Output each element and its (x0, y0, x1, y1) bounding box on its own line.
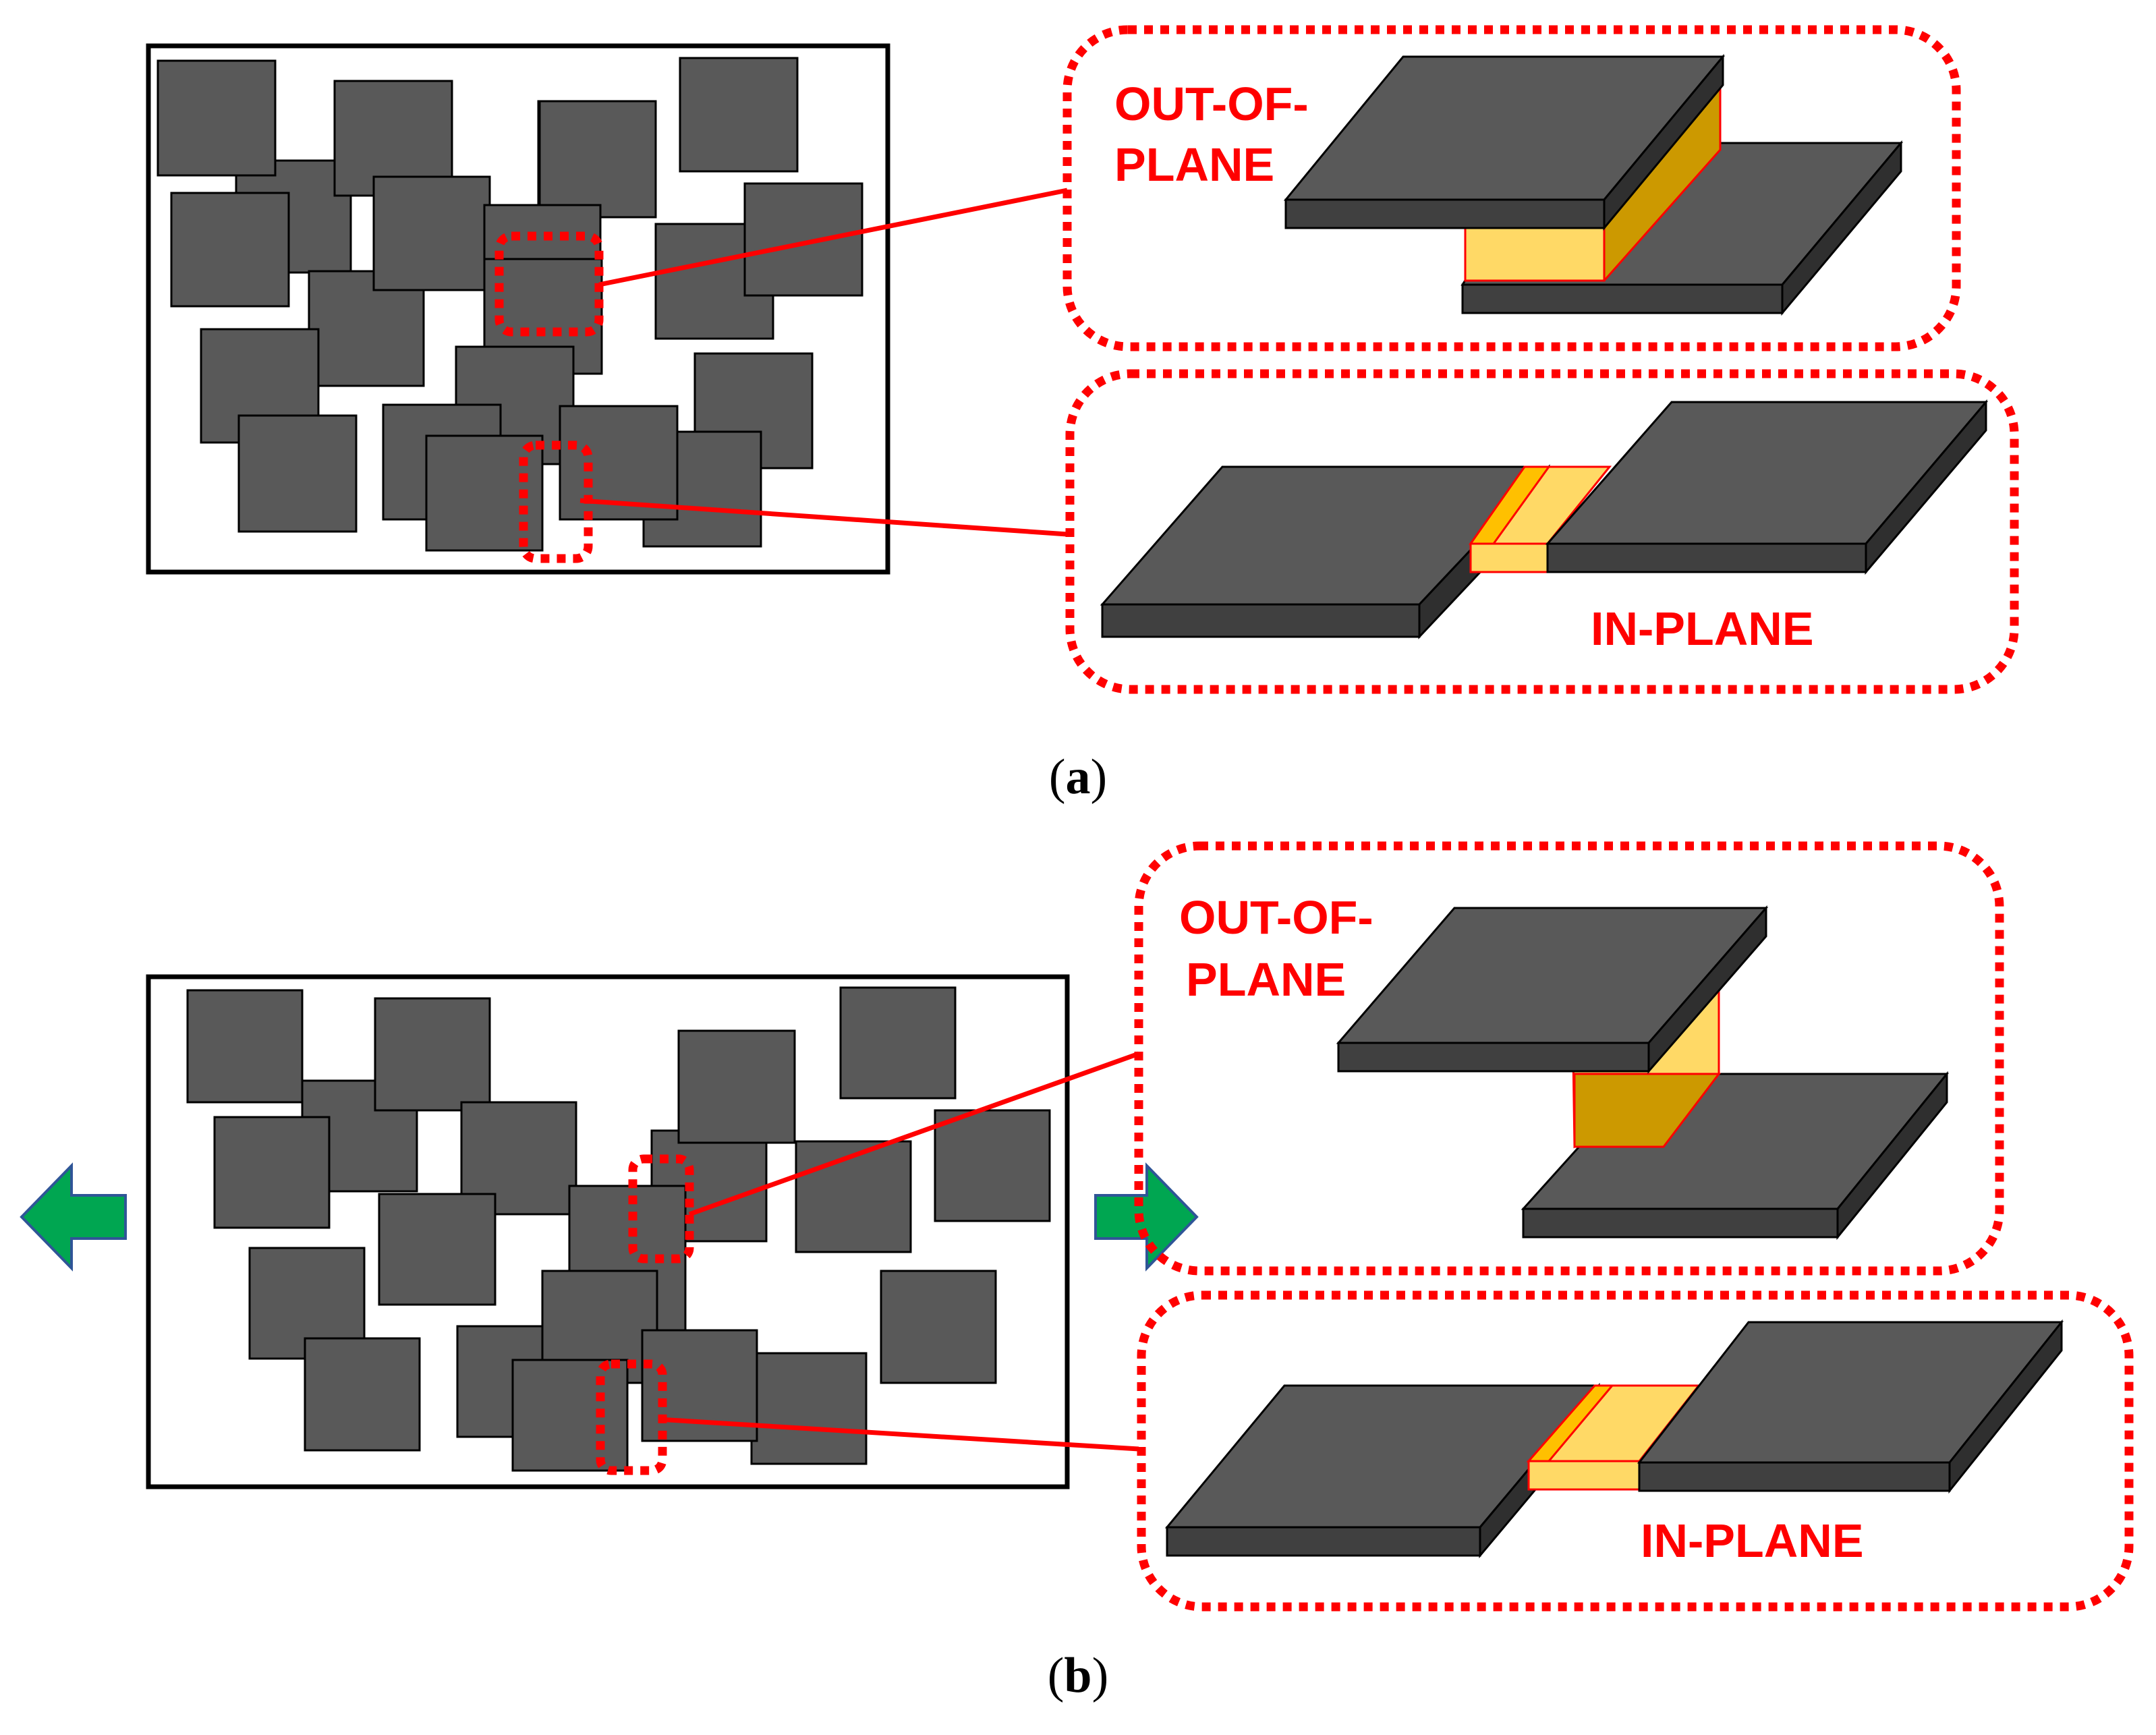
out-of-plane-label: OUT-OF- (1114, 78, 1309, 130)
platelet (743, 182, 863, 297)
bond-face (1527, 1460, 1641, 1491)
out-of-plane-detail: OUT-OF- PLANE (1062, 25, 1961, 351)
bond-face (1464, 223, 1606, 282)
right-plate-side (1948, 1319, 2063, 1494)
platelet (559, 405, 679, 521)
platelet (679, 57, 799, 173)
callout-box (628, 1154, 694, 1263)
upper-plate-side (1647, 905, 1767, 1075)
bond-face (1573, 1073, 1722, 1148)
platelet (213, 1116, 331, 1229)
platelet (839, 986, 957, 1100)
platelet (795, 1140, 912, 1253)
platelet (237, 414, 358, 533)
platelets (186, 986, 1051, 1472)
lower-plate-side (1836, 1071, 1948, 1241)
platelet (750, 1352, 868, 1465)
platelet (304, 1337, 421, 1452)
in-plane-detail: IN-PLANE (1137, 1290, 2134, 1612)
network-frame (146, 43, 890, 575)
in-plane-label: IN-PLANE (1641, 1514, 1864, 1567)
lower-plate-side (1781, 140, 1902, 316)
panel-caption: (b) (1048, 1648, 1108, 1703)
right-plate-top (1637, 1321, 2064, 1464)
leader-line (579, 498, 1068, 537)
callout-box (1137, 1290, 2134, 1612)
leader-line (658, 1417, 1139, 1452)
left-plate-front (1101, 603, 1421, 638)
out-of-plane-label: PLANE (1186, 953, 1346, 1006)
upper-plate-side (1603, 53, 1724, 231)
upper-plate-front (1337, 1042, 1650, 1073)
leader-line (688, 1051, 1140, 1217)
out-of-plane-label: PLANE (1114, 138, 1274, 191)
platelet (372, 175, 491, 291)
out-of-plane-detail: OUT-OF- PLANE (1134, 841, 2004, 1276)
network-b (146, 974, 1070, 1489)
platelet (374, 997, 491, 1112)
right-plate-front (1546, 542, 1867, 573)
right-plate-top (1545, 401, 1989, 545)
platelet (511, 1359, 629, 1472)
platelet (157, 59, 277, 177)
platelet (186, 989, 304, 1104)
network-frame (146, 974, 1070, 1489)
callout-box (1062, 25, 1961, 351)
platelet (677, 1029, 796, 1144)
right-plate-side (1865, 399, 1987, 575)
in-plane-detail: IN-PLANE (1065, 369, 2019, 694)
platelet (378, 1193, 497, 1306)
callout-box (1065, 369, 2019, 694)
left-plate-front (1166, 1526, 1481, 1557)
right-plate-front (1638, 1461, 1951, 1492)
platelet (170, 192, 290, 308)
in-plane-label: IN-PLANE (1591, 602, 1814, 655)
bond-face (1469, 542, 1549, 573)
leader-line (598, 188, 1068, 287)
panel-a: OUT-OF- PLANE (146, 25, 2019, 805)
platelet (538, 100, 657, 219)
panel-b: OUT-OF- PLANE (20, 841, 2134, 1703)
lower-plate-front (1522, 1207, 1839, 1239)
platelet (934, 1109, 1051, 1222)
arrow-left-icon (20, 1162, 127, 1272)
out-of-plane-label: OUT-OF- (1179, 891, 1373, 944)
panel-caption: (a) (1049, 749, 1107, 805)
platelets (157, 57, 863, 552)
callout-box (1134, 841, 2004, 1276)
lower-plate-front (1461, 283, 1784, 314)
network-a (146, 43, 890, 575)
platelet (880, 1270, 997, 1384)
arrow-right-icon (1094, 1162, 1199, 1272)
upper-plate-front (1284, 198, 1606, 229)
